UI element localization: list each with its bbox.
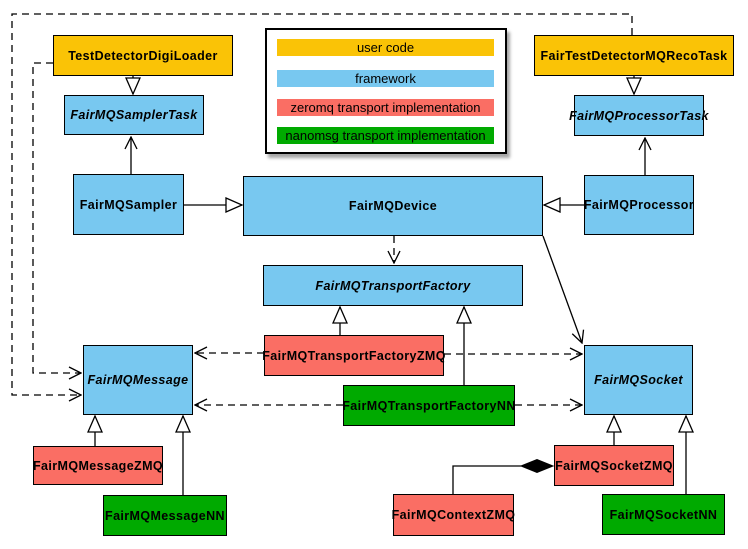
- node-fairmqtransportfactory: FairMQTransportFactory: [263, 265, 523, 306]
- legend: user code framework zeromq transport imp…: [265, 28, 507, 154]
- node-fairmqtransportfactorynn: FairMQTransportFactoryNN: [342, 385, 515, 426]
- node-fairmqdevice: FairMQDevice: [243, 176, 543, 236]
- legend-item-zeromq: zeromq transport implementation: [277, 99, 494, 116]
- node-fairmqtransportfactoryzmq: FairMQTransportFactoryZMQ: [262, 335, 445, 376]
- composition-diamond-icon: [519, 458, 555, 474]
- node-fairmqmessagezmq: FairMQMessageZMQ: [33, 446, 163, 485]
- node-fairmqprocessortask: FairMQProcessorTask: [569, 95, 709, 136]
- node-fairmqsocketnn: FairMQSocketNN: [602, 494, 725, 535]
- legend-item-user-code: user code: [277, 39, 494, 56]
- node-fairmqmessage: FairMQMessage: [83, 345, 193, 415]
- node-fairmqsocketzmq: FairMQSocketZMQ: [554, 445, 674, 486]
- node-fairmqprocessor: FairMQProcessor: [584, 175, 694, 235]
- edge-device-socket: [542, 235, 582, 343]
- node-fairmqsampler: FairMQSampler: [73, 174, 184, 235]
- legend-item-framework: framework: [277, 70, 494, 87]
- node-fairmqmessagenn: FairMQMessageNN: [103, 495, 227, 536]
- node-fairmqsamplertask: FairMQSamplerTask: [64, 95, 204, 135]
- node-testdetectordigiloader: TestDetectorDigiLoader: [53, 35, 233, 76]
- node-fairmqcontextzmq: FairMQContextZMQ: [392, 494, 515, 536]
- edge-contextzmq-socketzmq: [452, 465, 521, 495]
- node-fairmqsocket: FairMQSocket: [584, 345, 693, 415]
- legend-item-nanomsg: nanomsg transport implementation: [277, 127, 494, 144]
- node-fairtestdetectormqrecotask: FairTestDetectorMQRecoTask: [534, 35, 734, 76]
